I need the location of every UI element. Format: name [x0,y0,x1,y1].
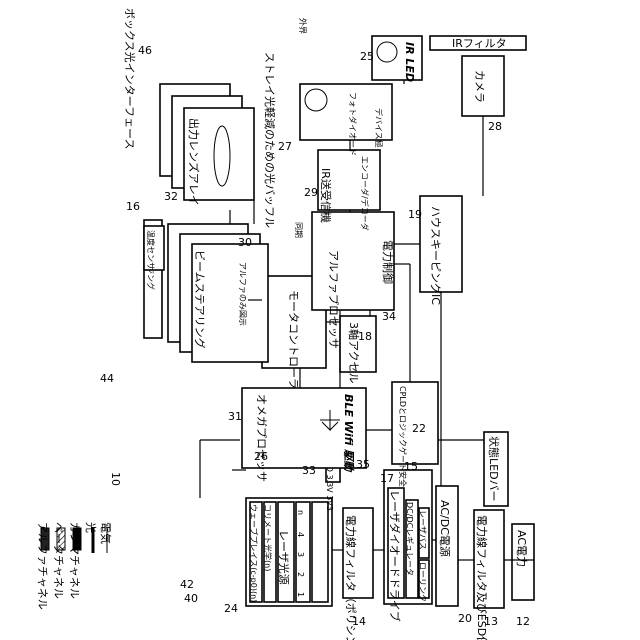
box-light-label: ボックス光インターフェース [123,8,137,149]
ref-12: 12 [516,615,530,628]
sync-label: 同期 [294,222,303,238]
camera-label: カメラ [473,70,486,103]
ref-28: 28 [488,120,502,133]
housekeeping-label: ハウスキーピングIC [429,206,443,305]
ref-25: 25 [360,50,374,63]
ir-filter-label: IRフィルタ [452,37,507,50]
ref-31: 31 [228,410,242,423]
omega-label: オメガプロセッサ [255,394,268,482]
ir-led-label: IR LED [403,42,416,82]
stage-4: 4 [296,532,305,537]
beam-steer-label: ビームステアリング [193,250,207,349]
ref-33: 33 [302,464,316,477]
legend-light-label: 光 [84,522,98,533]
ref-40: 40 [184,592,198,605]
dcdc-label: DC/DCレギュレータ [405,502,414,576]
alpha-proc-label: アルファプロセッサ [327,250,340,349]
stage-2: 2 [296,572,305,577]
ref-20: 20 [458,612,472,625]
external-label: 外界 [298,18,308,34]
ref-35: 35 [356,458,370,471]
ref-24: 24 [224,602,238,615]
legend-beta-label: ベータチャネル [52,522,65,599]
ref-34: 34 [382,310,396,323]
ref-22: 22 [412,422,426,435]
motor-label: モータコントローラ [287,290,300,389]
ref-13: 13 [484,615,498,628]
ref-42: 42 [180,578,194,591]
legend-gamma-label: ガンマチャネル [68,522,81,599]
encoder-label: エンコーダ/デコーダ [360,156,370,231]
stray-light-label: ストレイ光軽減のための光バッフル [263,52,277,228]
ref-14: 14 [352,615,366,628]
device-label: デバイス極 [374,108,384,148]
ref-44: 44 [100,372,114,385]
beam-steering-group: ビームステアリング アルファのみ図示 [168,224,268,362]
legend-elec-label: 電気 [99,522,113,544]
ref-30: 30 [238,236,252,249]
ref-18: 18 [358,330,372,343]
ref-16: 16 [126,200,140,213]
lens-array-group: 出力レンズアレイ [160,84,254,206]
wave-plate-label: ウェーブプレイス(c-p0)(n) [249,504,259,602]
ble-label: BLE Wifi 駆動 [342,394,355,473]
temp-sensor-label: 温度センサ [146,230,156,270]
laser-driver-label: レーザダイオードドライブ [388,490,402,622]
alpha-only-label: アルファのみ図示 [238,262,247,326]
ir-tx-label: IR送受信機 [319,168,333,223]
ref-27: 27 [278,140,292,153]
collimator-label: コリメート光学(n) [263,504,273,571]
ref-32: 32 [164,190,178,203]
stage-1: 1 [296,592,305,597]
svg-text:10: 10 [109,472,122,486]
ref-15: 15 [404,460,418,473]
figure-number: 10 [109,472,122,486]
lv-label: ローリンク [418,562,427,602]
ref-29: 29 [304,186,318,199]
acdc-label: AC/DC電源 [438,500,452,557]
legend-alpha-label: アルファチャネル [36,522,49,610]
legend: アルファチャネル ベータチャネル ガンマチャネル 光 電気 [36,522,113,610]
ref-19: 19 [408,208,422,221]
laser-source-label: レーザ光源 [277,530,291,585]
ref-17: 17 [380,472,394,485]
power-ctrl-label: 電力制御 [381,240,395,284]
driver-stage-block [312,502,328,602]
laser-bus-label: レーザバス [418,510,427,550]
stage-3: 3 [296,552,305,557]
ref-46: 46 [138,44,152,57]
status-led-label: 状態LEDバー [487,436,501,502]
stage-n: n [296,510,305,515]
ref-26: 26 [254,450,268,463]
ac-power-label: AC電力 [515,530,528,567]
lens-array-label: 出力レンズアレイ [187,118,201,206]
